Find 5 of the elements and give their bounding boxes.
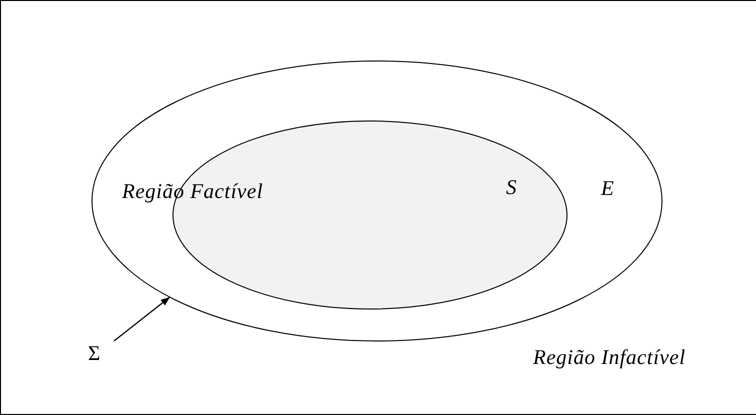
set-label: E [601, 178, 614, 199]
set-label: S [506, 177, 516, 198]
region-label: Região Infactível [533, 347, 686, 368]
arrow [114, 296, 170, 342]
set-label: Σ [88, 343, 100, 364]
